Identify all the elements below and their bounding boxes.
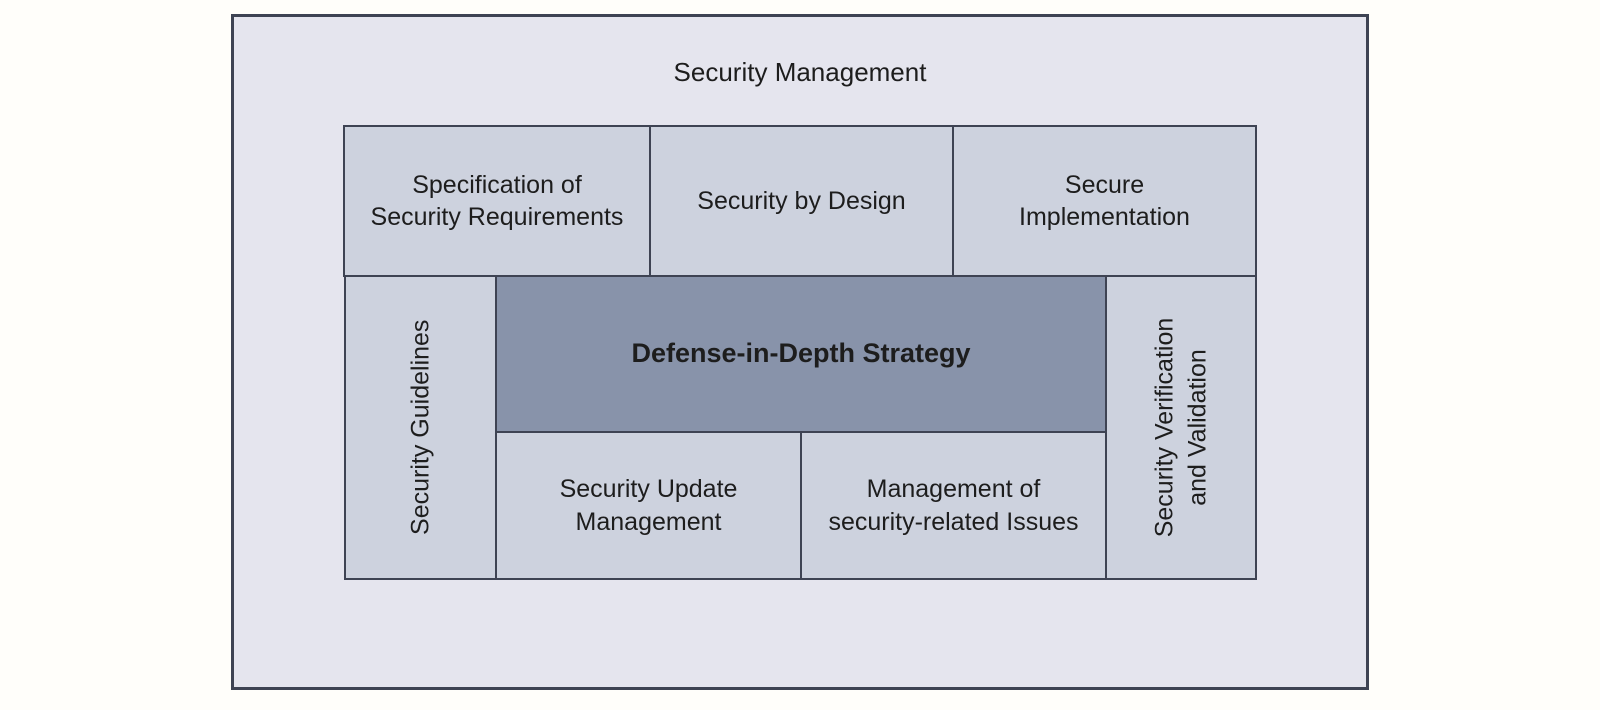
box-defense-in-depth-strategy: Defense-in-Depth Strategy	[495, 275, 1107, 433]
box-label: Specification of Security Requirements	[370, 170, 624, 232]
box-security-update-management: Security Update Management	[495, 431, 802, 580]
box-label: Security Update Management	[559, 475, 738, 536]
diagram-title: Security Management	[673, 57, 927, 87]
box-secure-implementation: Secure Implementation	[952, 125, 1257, 277]
box-specification-of-security-requirements: Specification of Security Requirements	[343, 125, 651, 277]
box-label: Management of security-related Issues	[828, 475, 1079, 536]
box-security-guidelines: Security Guidelines	[344, 275, 497, 580]
box-label: Secure Implementation	[1019, 170, 1190, 232]
box-label: Defense-in-Depth Strategy	[631, 338, 971, 369]
box-security-by-design: Security by Design	[649, 125, 954, 277]
box-security-verification-and-validation: Security Verification and Validation	[1105, 275, 1257, 580]
box-label: Security Guidelines	[406, 319, 435, 536]
box-label: Security Verification and Validation	[1150, 317, 1212, 538]
box-management-of-security-related-issues: Management of security-related Issues	[800, 431, 1107, 580]
box-label: Security by Design	[697, 186, 906, 215]
